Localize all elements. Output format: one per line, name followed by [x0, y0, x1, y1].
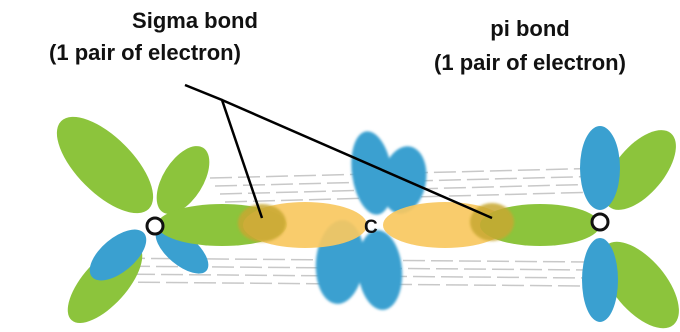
sigma-bond-subtitle: (1 pair of electron) [49, 40, 241, 65]
left-o-p-lobe-lower-left [89, 229, 147, 281]
left-o-sp2-lobe-upper [56, 116, 154, 214]
carbon-p-lobe-lower-right [357, 230, 403, 310]
right-o-sp2-lobe-upper [604, 130, 676, 210]
right-oxygen-atom [590, 212, 610, 232]
sigma-bond-left [157, 202, 367, 248]
sigma-overlap-core [238, 204, 286, 242]
right-o-p-lobe-upper [580, 126, 620, 210]
carbon-p-lobe-upper-left [351, 131, 393, 215]
pi-bond-subtitle: (1 pair of electron) [434, 50, 626, 75]
left-oxygen-orbitals [56, 116, 210, 323]
sigma-bond-right [383, 202, 600, 248]
left-oxygen-atom [145, 216, 165, 236]
right-o-sp2-lobe-lower [601, 241, 679, 329]
right-o-p-lobe-lower [582, 238, 618, 322]
left-o-p-lobe-right [155, 226, 209, 274]
pi-pointer [221, 98, 493, 220]
sigma-bond-title: Sigma bond [132, 8, 258, 33]
right-oxygen-orbitals [580, 126, 679, 329]
pi-overlap-core [470, 203, 514, 241]
carbon-atom: C [364, 217, 378, 238]
carbon-atom-label: C [364, 217, 378, 238]
pi-bond-title: pi bond [490, 16, 570, 41]
pointer-lines [184, 83, 493, 220]
carbon-p-orbitals [315, 131, 427, 310]
left-o-sp2-lobe-upper-right [156, 146, 210, 214]
